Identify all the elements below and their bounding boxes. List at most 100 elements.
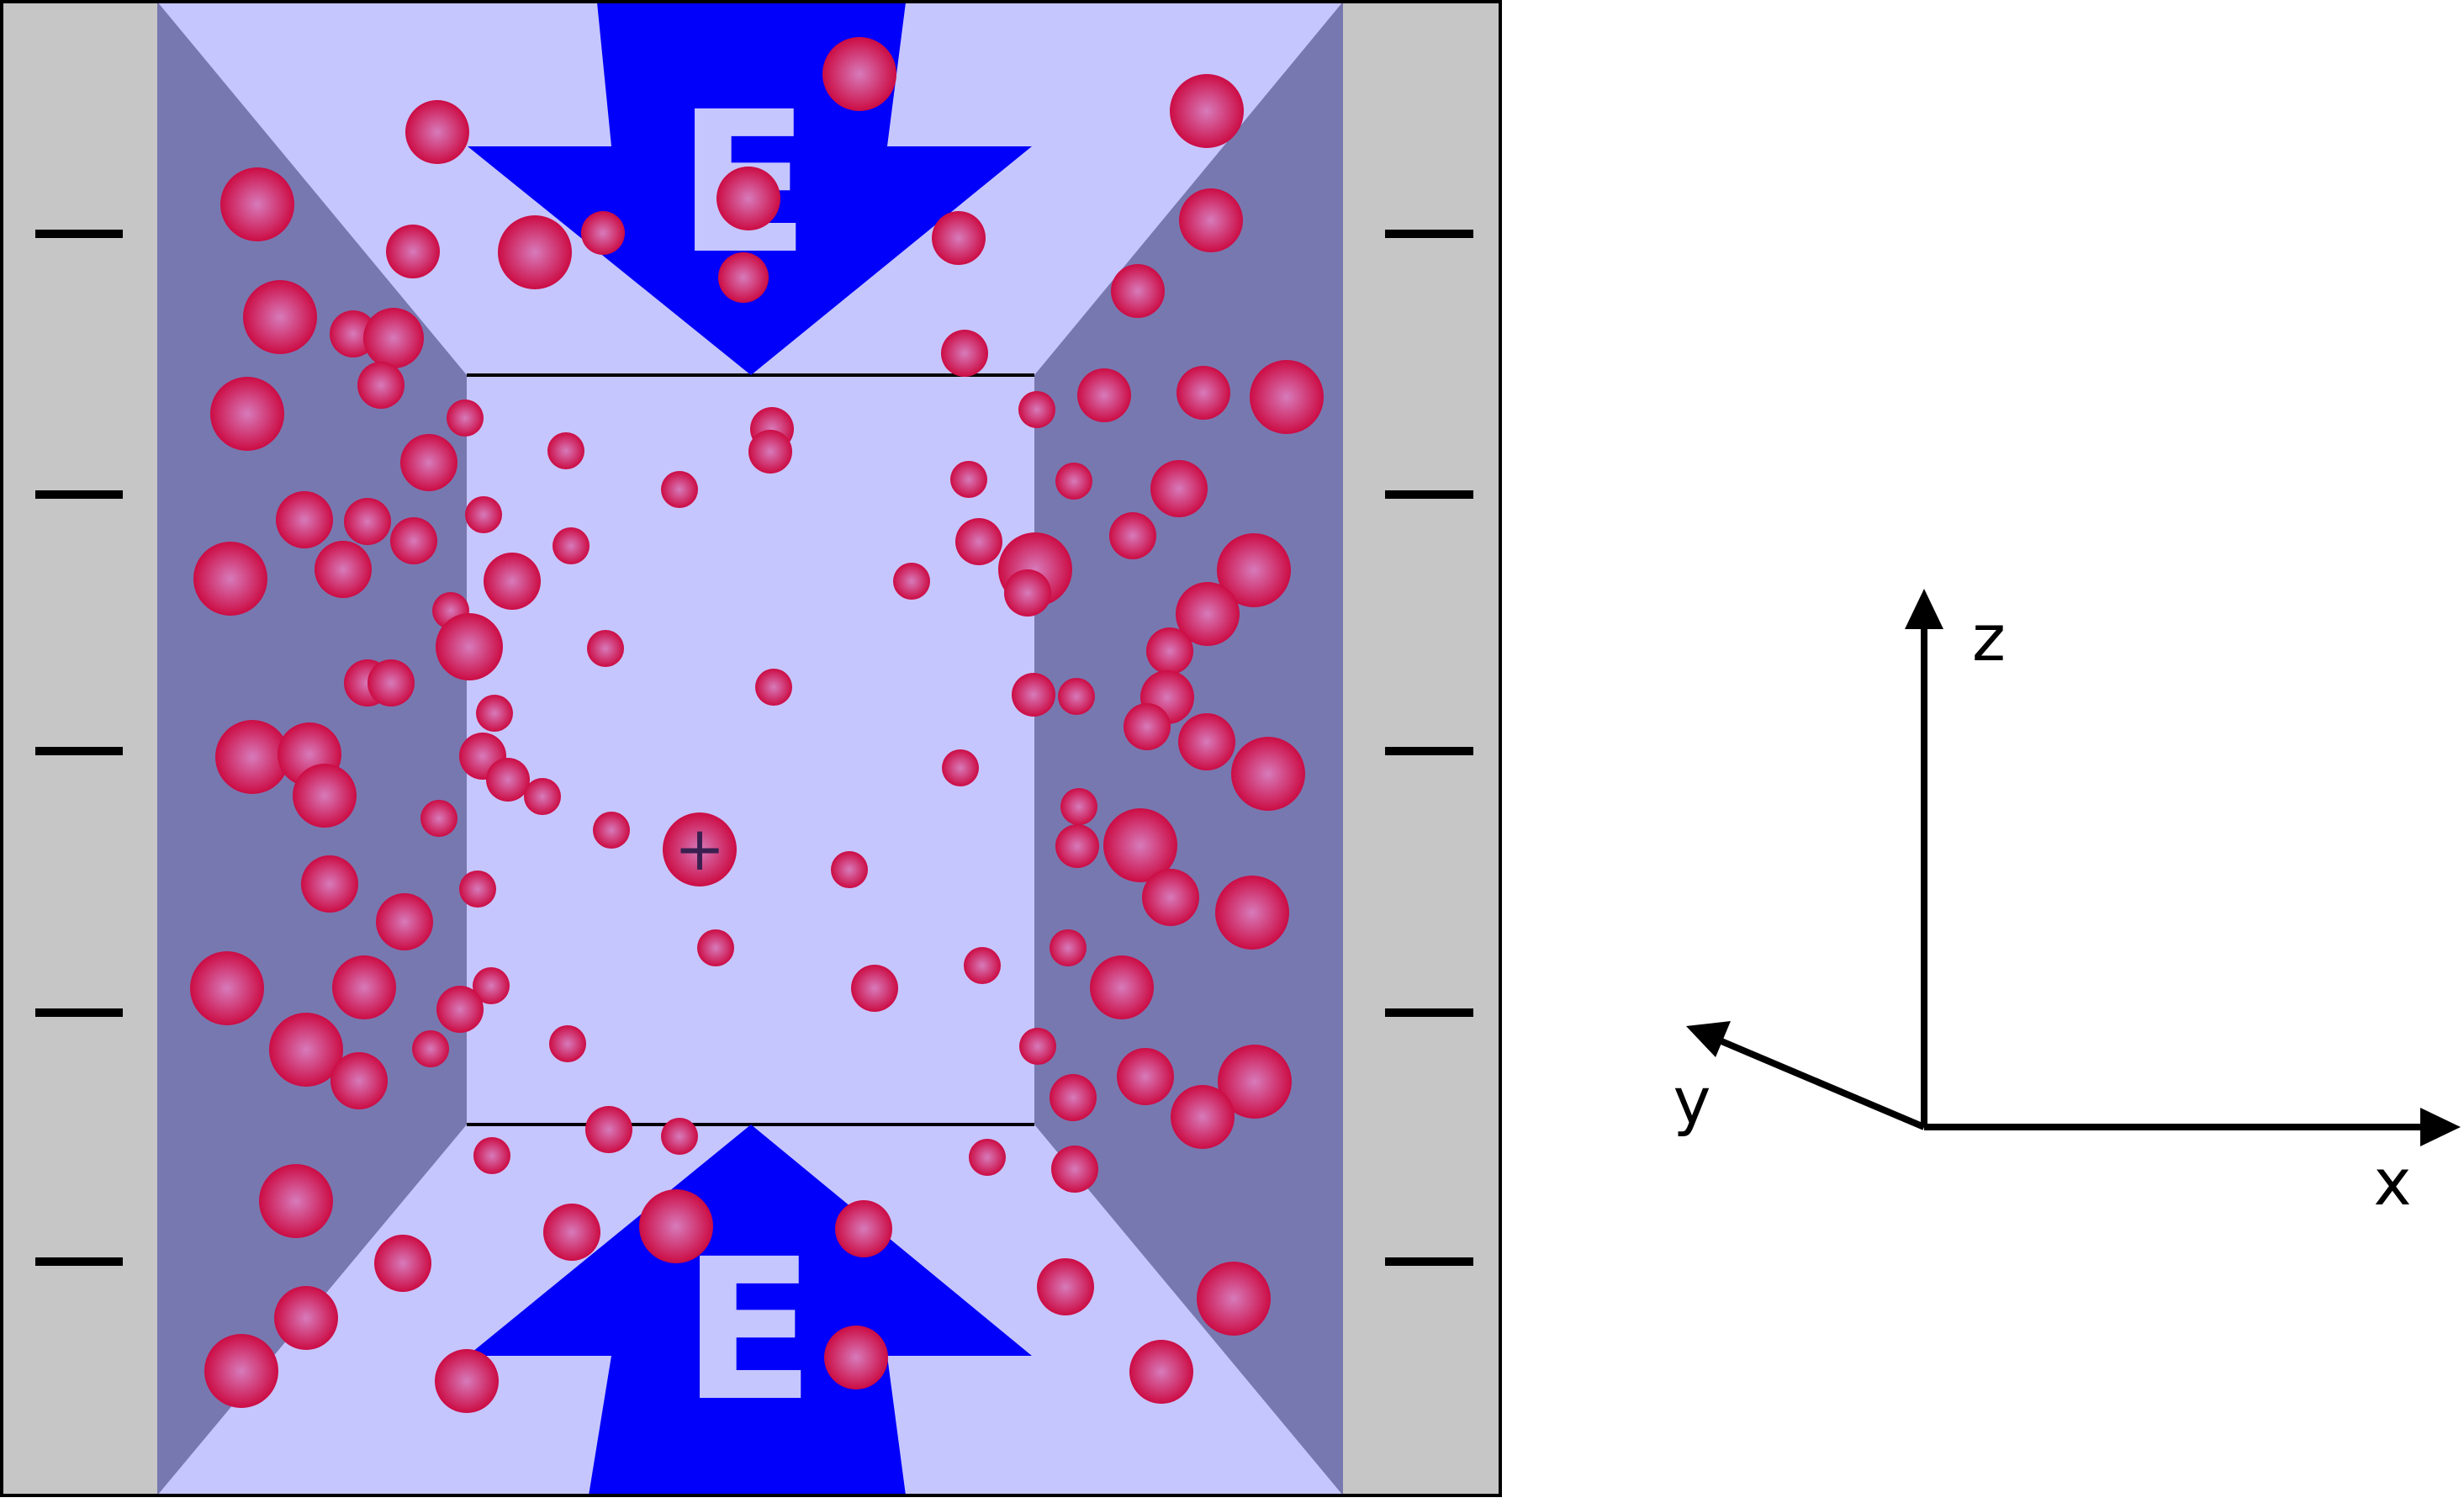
ion-icon	[498, 215, 572, 289]
ion-icon	[210, 377, 284, 451]
ion-icon	[357, 362, 404, 409]
ion-icon	[436, 986, 484, 1033]
ion-icon	[259, 1164, 333, 1238]
ion-icon	[269, 1013, 343, 1087]
ion-icon	[1019, 1028, 1056, 1065]
ion-icon	[1179, 188, 1243, 252]
ion-icon	[473, 1137, 510, 1174]
ion-icon	[486, 758, 530, 802]
axis-arrow-icon	[1905, 589, 1943, 629]
y-axis-label: y	[1674, 1063, 1711, 1138]
ion-icon	[1055, 463, 1092, 500]
ion-icon	[367, 659, 415, 707]
ion-icon	[1217, 533, 1291, 607]
ion-icon	[220, 167, 294, 241]
ion-icon	[547, 432, 584, 469]
ion-icon	[363, 308, 424, 368]
ion-icon	[1055, 824, 1099, 868]
ion-icon	[1178, 713, 1235, 770]
ion-icon	[1218, 1045, 1292, 1119]
ion-icon	[1050, 929, 1087, 966]
ion-icon	[697, 929, 734, 966]
ion-icon	[420, 800, 457, 837]
ion-icon	[459, 871, 496, 908]
coordinate-axes	[1686, 589, 2461, 1146]
ion-icon	[476, 695, 513, 732]
ion-icon	[1109, 512, 1156, 559]
ion-icon	[553, 527, 590, 564]
ion-icon	[824, 1326, 888, 1389]
ion-icon	[1051, 1146, 1098, 1193]
ion-icon	[376, 893, 433, 950]
ion-icon	[190, 951, 264, 1025]
ion-icon	[274, 1286, 338, 1350]
ion-icon	[893, 563, 930, 600]
ion-icon	[822, 37, 896, 111]
ion-icon	[386, 225, 440, 278]
ion-icon	[374, 1235, 431, 1292]
ion-icon	[581, 211, 625, 255]
ion-icon	[593, 812, 630, 849]
ion-icon	[1012, 673, 1055, 717]
ion-icon	[1058, 678, 1095, 715]
ion-icon	[1171, 1085, 1235, 1149]
ion-icon	[969, 1139, 1006, 1176]
ion-icon	[942, 749, 979, 786]
ion-icon	[435, 1349, 499, 1413]
ion-icon	[1215, 876, 1289, 950]
ion-icon	[718, 252, 769, 303]
ion-icon	[405, 100, 469, 164]
ion-icon	[524, 778, 561, 815]
ion-icon	[716, 167, 780, 230]
field-arrow-bottom: E	[468, 1125, 1032, 1495]
ion-icon	[1077, 368, 1131, 422]
ions	[190, 37, 1324, 1413]
ion-icon	[639, 1189, 713, 1263]
ion-icon	[549, 1025, 586, 1062]
ion-icon	[465, 496, 502, 533]
ion-icon	[941, 330, 988, 377]
ion-icon	[1170, 74, 1244, 148]
y-axis-line	[1714, 1035, 1926, 1130]
ion-icon	[1090, 955, 1154, 1019]
z-axis-label: z	[1972, 601, 2006, 675]
ion-icon	[587, 630, 624, 667]
ion-icon	[344, 498, 391, 545]
ion-icon	[1150, 460, 1208, 517]
ion-icon	[1129, 1340, 1193, 1404]
ion-icon	[1146, 627, 1193, 675]
ion-icon	[400, 434, 457, 491]
ion-icon	[1124, 703, 1171, 750]
central-ion: +	[663, 812, 737, 886]
ion-icon	[390, 517, 437, 564]
ion-icon	[835, 1200, 892, 1257]
ion-icon	[755, 669, 792, 706]
ion-icon	[315, 541, 372, 598]
ion-icon	[1060, 788, 1097, 825]
ion-icon	[661, 471, 698, 508]
ion-icon	[748, 430, 792, 474]
ion-icon	[193, 542, 267, 616]
ion-icon	[243, 280, 317, 354]
ion-icon	[1231, 737, 1305, 811]
ion-icon	[543, 1204, 600, 1261]
ion-icon	[447, 400, 484, 437]
ion-icon	[831, 851, 868, 888]
ion-icon	[330, 1052, 388, 1109]
ion-icon	[473, 967, 510, 1004]
ion-icon	[276, 491, 333, 548]
ion-icon	[851, 965, 898, 1012]
x-axis-label: x	[2374, 1145, 2412, 1220]
ion-icon	[1176, 366, 1230, 420]
ion-icon	[1037, 1258, 1094, 1315]
ion-icon	[1050, 1074, 1097, 1121]
axis-arrow-icon	[2420, 1108, 2461, 1146]
central-charge-symbol: +	[674, 813, 725, 884]
ion-icon	[950, 461, 987, 498]
ion-icon	[1197, 1262, 1271, 1336]
ion-icon	[215, 720, 289, 794]
ion-icon	[1103, 808, 1177, 882]
ion-icon	[661, 1118, 698, 1155]
ion-icon	[484, 553, 541, 610]
ion-icon	[204, 1334, 278, 1408]
